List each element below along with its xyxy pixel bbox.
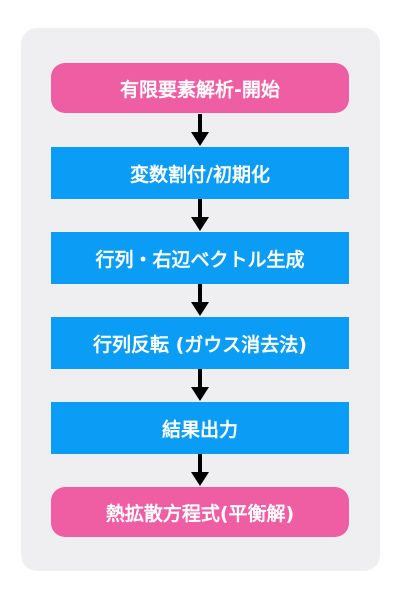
arrow-init-to-assemble xyxy=(191,199,209,231)
node-init: 変数割付/初期化 xyxy=(51,147,349,199)
arrow-start-to-init xyxy=(191,114,209,146)
arrow-output-to-end xyxy=(191,454,209,486)
node-output: 結果出力 xyxy=(51,402,349,454)
node-start: 有限要素解析-開始 xyxy=(51,63,349,113)
node-end: 熱拡散方程式(平衡解) xyxy=(51,487,349,537)
arrow-solve-to-output xyxy=(191,369,209,401)
arrow-assemble-to-solve xyxy=(191,284,209,316)
node-assemble: 行列・右辺ベクトル生成 xyxy=(51,232,349,284)
node-solve: 行列反転 (ガウス消去法) xyxy=(51,317,349,369)
